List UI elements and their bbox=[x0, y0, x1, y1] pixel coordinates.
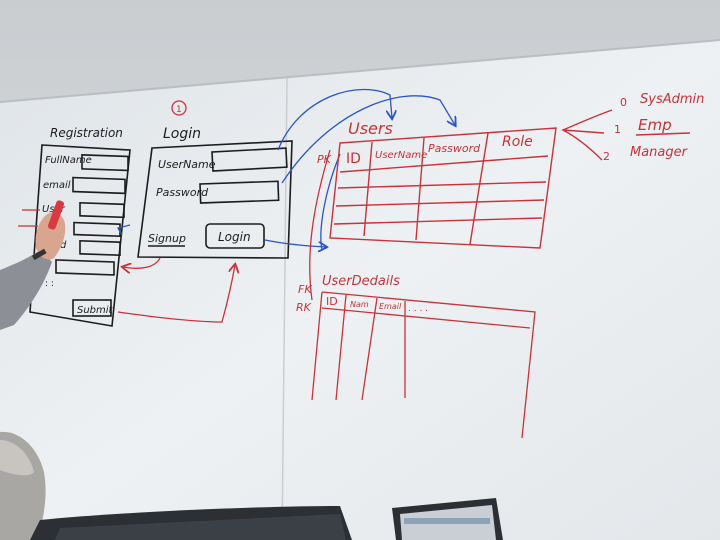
step-marker-number: 1 bbox=[176, 105, 182, 115]
arrow-password-to-users bbox=[281, 95, 455, 184]
users-col-password: Password bbox=[428, 142, 481, 155]
users-col-divider-2 bbox=[415, 137, 425, 241]
fk-link-line bbox=[309, 149, 331, 301]
login-signup-label: Signup bbox=[148, 232, 186, 245]
registration-title: Registration bbox=[50, 126, 123, 140]
user-details-col-email: Email bbox=[379, 302, 402, 311]
users-col-divider-3 bbox=[469, 132, 489, 245]
presenter-arm bbox=[0, 200, 66, 330]
audience-head bbox=[0, 431, 46, 540]
login-username-field bbox=[211, 147, 288, 172]
whiteboard-surface bbox=[0, 40, 720, 540]
users-table-sketch: Users PK ID UserName Password Role bbox=[317, 119, 557, 249]
users-table-outline bbox=[329, 127, 557, 249]
users-header-line bbox=[339, 155, 549, 173]
reg-field-email bbox=[72, 176, 126, 195]
arrow-submit-to-login bbox=[117, 265, 235, 323]
user-details-title: UserDedails bbox=[322, 274, 400, 289]
user-details-table-sketch: UserDedails FK RK ID Nam Email . . . . bbox=[296, 274, 536, 439]
login-username-label: UserName bbox=[158, 158, 216, 171]
step-marker-circle bbox=[171, 100, 187, 116]
arrow-login-to-users bbox=[264, 239, 326, 247]
role-1-index: 1 bbox=[614, 123, 621, 136]
user-details-fk-label: FK bbox=[298, 283, 312, 296]
whiteboard-top-edge bbox=[0, 39, 720, 103]
users-col-username: UserName bbox=[375, 150, 427, 161]
role-2-name: Manager bbox=[630, 145, 689, 160]
red-marker bbox=[47, 200, 65, 230]
wristwatch bbox=[31, 248, 47, 261]
connectors bbox=[18, 88, 455, 323]
users-pk-label: PK bbox=[317, 153, 332, 166]
role-1-name: Emp bbox=[638, 116, 672, 134]
users-col-role: Role bbox=[502, 134, 533, 150]
login-password-field bbox=[199, 180, 280, 204]
role-1-underline bbox=[635, 132, 691, 136]
users-col-id: ID bbox=[346, 151, 361, 167]
presenter-hand bbox=[35, 212, 66, 260]
user-details-col-more: . . . . bbox=[408, 304, 428, 314]
role-2-index: 2 bbox=[603, 150, 610, 163]
login-button-box bbox=[205, 223, 265, 249]
login-form-outline bbox=[137, 140, 293, 259]
reg-label-email: email bbox=[43, 180, 71, 191]
laptop-screen-bar bbox=[404, 518, 490, 524]
roles-sketch: 0 SysAdmin 1 Emp 2 Manager bbox=[561, 92, 704, 163]
arrow-pk-link bbox=[320, 153, 341, 251]
reg-submit-label: Submit bbox=[77, 305, 114, 316]
reg-label-fullname: FullName bbox=[45, 155, 92, 166]
login-sketch: 1 Login UserName Password Signup Login bbox=[137, 100, 293, 259]
presenter-sleeve bbox=[0, 250, 52, 330]
reg-field-fullname bbox=[81, 154, 129, 172]
user-details-col-id: ID bbox=[326, 295, 338, 308]
login-title: Login bbox=[163, 126, 201, 142]
users-col-divider-1 bbox=[363, 141, 373, 237]
user-details-outline-left bbox=[311, 291, 323, 401]
login-button-label: Login bbox=[218, 230, 251, 244]
user-details-col-name: Nam bbox=[350, 300, 369, 309]
arrow-reg-blue bbox=[117, 224, 131, 236]
reg-submit-box bbox=[72, 299, 112, 317]
user-details-header-line bbox=[321, 307, 531, 329]
role-0-index: 0 bbox=[620, 96, 627, 109]
users-row-line-3 bbox=[333, 217, 543, 225]
role-0-name: SysAdmin bbox=[640, 92, 704, 107]
laptop-screen-left bbox=[55, 514, 346, 540]
arrow-username-to-users bbox=[277, 88, 392, 151]
login-password-label: Password bbox=[156, 186, 209, 199]
reg-field-confirm bbox=[79, 239, 121, 257]
reg-ellipsis: : : bbox=[45, 279, 54, 289]
laptops bbox=[30, 498, 503, 540]
users-row-line-2 bbox=[335, 199, 545, 207]
user-details-outline-right bbox=[321, 291, 536, 439]
reg-field-username bbox=[79, 201, 125, 219]
roles-brace-mid bbox=[562, 129, 605, 134]
user-details-col-divider-1 bbox=[335, 294, 347, 401]
audience-head-highlight bbox=[0, 440, 34, 476]
users-row-line-1 bbox=[337, 181, 547, 189]
reg-label-d: d bbox=[60, 240, 67, 251]
users-table-title: Users bbox=[348, 119, 393, 138]
user-details-rk-label: RK bbox=[296, 301, 312, 314]
reg-field-extra bbox=[55, 259, 115, 276]
arrow-signup-to-registration bbox=[123, 257, 161, 268]
user-details-col-divider-2 bbox=[361, 297, 378, 401]
